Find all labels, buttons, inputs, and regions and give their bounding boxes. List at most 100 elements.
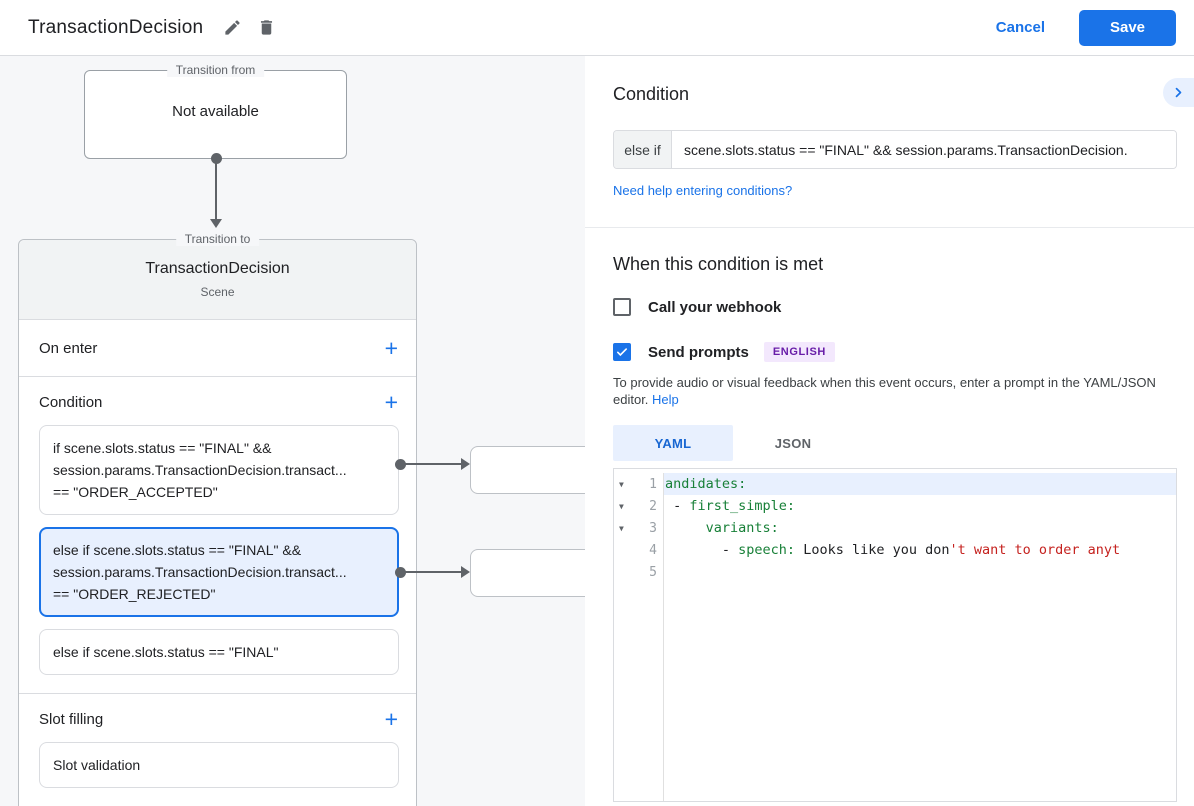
- line-number: 4: [649, 542, 657, 558]
- on-enter-label: On enter: [39, 339, 98, 357]
- add-slot-button[interactable]: +: [384, 706, 398, 732]
- scene-card-header: TransactionDecision Scene: [19, 240, 416, 320]
- condition-item-final[interactable]: else if scene.slots.status == "FINAL": [39, 629, 399, 675]
- add-condition-button[interactable]: +: [384, 389, 398, 415]
- editor-tabs: YAML JSON: [613, 425, 1177, 461]
- code-token: -: [665, 542, 739, 558]
- transition-from-value: Not available: [172, 103, 259, 120]
- line-number: 1: [649, 476, 657, 492]
- panel-title: Condition: [613, 84, 690, 104]
- condition-item-rejected-selected[interactable]: else if scene.slots.status == "FINAL" &&…: [39, 527, 399, 617]
- condition-section-head: Condition +: [19, 389, 416, 415]
- connector-dot[interactable]: [211, 153, 222, 164]
- pencil-icon: [225, 20, 240, 35]
- condition-label: Condition: [39, 393, 103, 411]
- add-on-enter-button[interactable]: +: [384, 335, 398, 361]
- slot-item-label: Slot validation: [53, 757, 141, 773]
- flow-arrow: [404, 571, 461, 573]
- yaml-code-editor[interactable]: ▼ 1 ▼ 2 ▼ 3 4 5 andidates: - first_simple: vari…: [613, 468, 1177, 802]
- prompt-description: To provide audio or visual feedback when…: [613, 374, 1193, 408]
- code-token: first_simple:: [689, 498, 796, 514]
- flow-arrow-head: [461, 458, 470, 470]
- condition-line: else if scene.slots.status == "FINAL": [53, 644, 279, 660]
- line-number: 2: [649, 498, 657, 514]
- slot-filling-head: Slot filling +: [19, 706, 416, 732]
- editor-code[interactable]: andidates: - first_simple: variants: - s…: [664, 473, 1176, 801]
- page-title: TransactionDecision: [28, 16, 204, 38]
- slot-filling-label: Slot filling: [39, 710, 104, 728]
- transition-to-legend: Transition to: [175, 232, 260, 246]
- call-webhook-checkbox[interactable]: [613, 298, 631, 316]
- section-divider: [585, 227, 1194, 228]
- flow-arrow: [404, 463, 461, 465]
- send-prompts-checkbox[interactable]: [613, 343, 631, 361]
- flow-canvas[interactable]: Transition from Not available Transition…: [0, 56, 585, 806]
- code-token: andidates:: [665, 476, 747, 492]
- transition-target-node[interactable]: [470, 446, 585, 494]
- when-met-title: When this condition is met: [613, 254, 824, 274]
- condition-item-accepted[interactable]: if scene.slots.status == "FINAL" && sess…: [39, 425, 399, 515]
- scene-node-card[interactable]: Transition to TransactionDecision Scene …: [18, 232, 417, 806]
- connector-dot[interactable]: [395, 567, 406, 578]
- code-token: speech:: [738, 542, 796, 558]
- fold-arrow-icon[interactable]: ▼: [619, 523, 624, 533]
- condition-line: == "ORDER_REJECTED": [53, 586, 216, 602]
- scene-card-title: TransactionDecision: [145, 260, 290, 277]
- tab-json[interactable]: JSON: [774, 435, 812, 451]
- conditions-help-link[interactable]: Need help entering conditions?: [613, 183, 793, 198]
- condition-line: else if scene.slots.status == "FINAL" &&: [53, 542, 302, 558]
- transition-from-legend: Transition from: [166, 63, 265, 77]
- chevron-right-icon: [1175, 87, 1182, 98]
- trash-icon: [260, 20, 272, 35]
- code-token: 't want to order anyt: [949, 542, 1121, 558]
- line-number: 3: [649, 520, 657, 536]
- transition-target-node[interactable]: [470, 549, 585, 597]
- code-line[interactable]: variants:: [664, 517, 1176, 539]
- transition-from-node[interactable]: Transition from Not available: [84, 63, 347, 164]
- collapse-panel-button[interactable]: [1163, 78, 1194, 107]
- editor-gutter: ▼ 1 ▼ 2 ▼ 3 4 5: [614, 473, 664, 801]
- flow-arrow-head: [461, 566, 470, 578]
- webhook-row: Call your webhook: [613, 298, 1177, 316]
- condition-input-group: else if: [613, 130, 1177, 169]
- flow-arrow-head: [210, 219, 222, 228]
- top-bar: TransactionDecision Cancel Save: [0, 0, 1194, 56]
- connector-dot[interactable]: [395, 459, 406, 470]
- tab-yaml[interactable]: YAML: [613, 425, 733, 461]
- condition-line: session.params.TransactionDecision.trans…: [53, 462, 347, 478]
- line-number: 5: [649, 564, 657, 580]
- code-token: [665, 520, 706, 536]
- save-button[interactable]: Save: [1079, 9, 1176, 46]
- checkmark-icon: [616, 348, 628, 357]
- delete-scene-button[interactable]: [249, 11, 283, 45]
- scene-card-subtitle: Scene: [200, 285, 235, 299]
- condition-line: session.params.TransactionDecision.trans…: [53, 564, 347, 580]
- condition-line: if scene.slots.status == "FINAL" &&: [53, 440, 272, 456]
- condition-line: == "ORDER_ACCEPTED": [53, 484, 218, 500]
- code-token: -: [665, 498, 690, 514]
- slot-validation-item[interactable]: Slot validation: [39, 742, 399, 788]
- prompt-help-link[interactable]: Help: [652, 392, 679, 407]
- code-line[interactable]: - speech: Looks like you don't want to o…: [664, 539, 1176, 561]
- fold-arrow-icon[interactable]: ▼: [619, 479, 624, 489]
- code-line[interactable]: andidates:: [664, 473, 1176, 495]
- fold-arrow-icon[interactable]: ▼: [619, 501, 624, 511]
- on-enter-row: On enter +: [19, 320, 416, 377]
- code-token: variants:: [705, 520, 779, 536]
- code-line[interactable]: - first_simple:: [664, 495, 1176, 517]
- prompt-description-text: To provide audio or visual feedback when…: [613, 375, 1156, 407]
- slot-filling-section: Slot filling + Slot validation: [19, 694, 416, 806]
- condition-detail-panel: Condition else if Need help entering con…: [585, 56, 1194, 806]
- language-badge: ENGLISH: [763, 342, 835, 362]
- flow-arrow: [215, 162, 217, 219]
- condition-prefix: else if: [614, 131, 672, 168]
- call-webhook-label: Call your webhook: [648, 298, 782, 316]
- condition-section: Condition + if scene.slots.status == "FI…: [19, 377, 416, 694]
- send-prompts-row: Send prompts ENGLISH: [613, 342, 1177, 362]
- edit-title-button[interactable]: [215, 11, 249, 45]
- send-prompts-label: Send prompts: [648, 343, 749, 361]
- condition-expression-input[interactable]: [672, 131, 1176, 168]
- cancel-button[interactable]: Cancel: [995, 19, 1045, 36]
- code-line[interactable]: [664, 561, 1176, 583]
